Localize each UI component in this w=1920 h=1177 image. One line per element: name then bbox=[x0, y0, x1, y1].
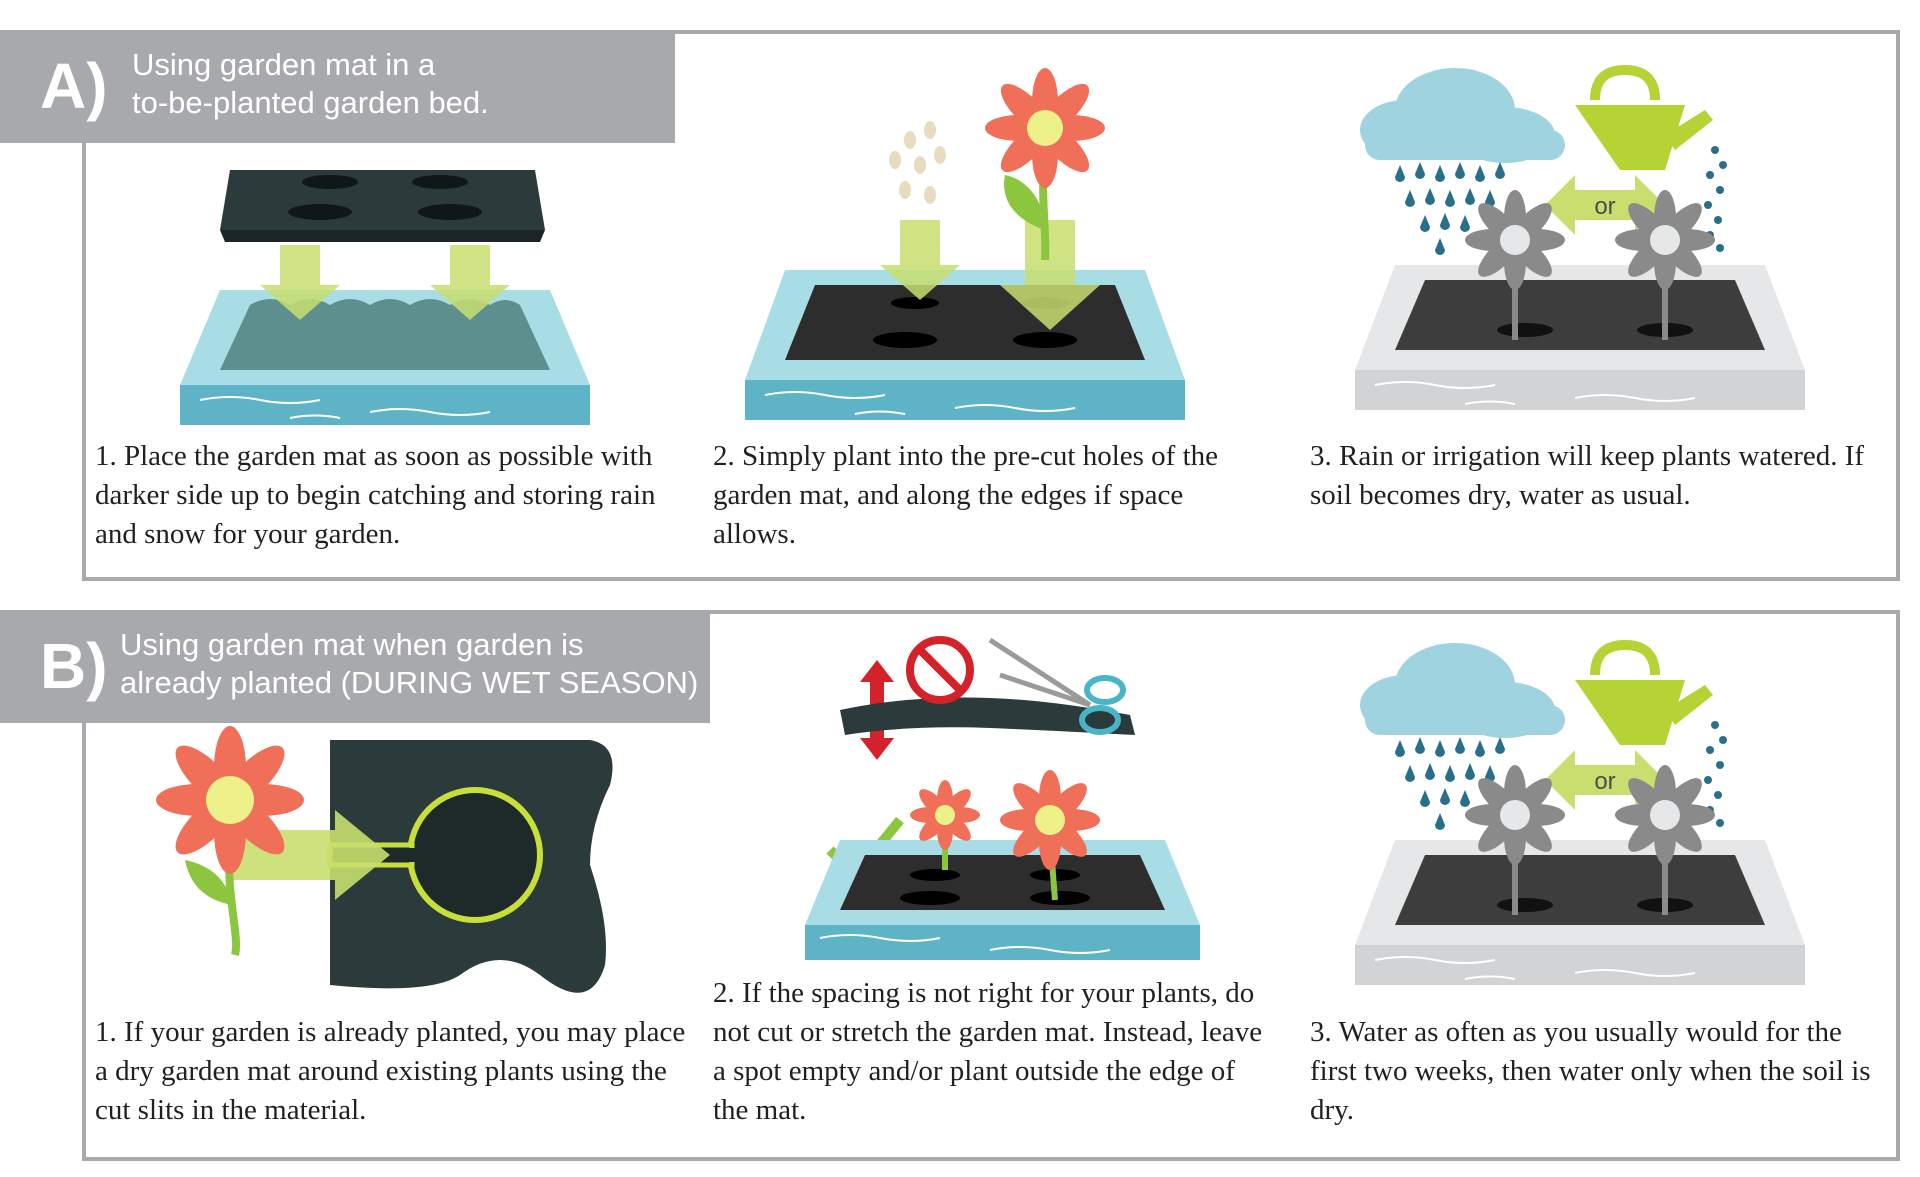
watering-can-icon bbox=[1575, 64, 1727, 252]
section-a-banner: A) Using garden mat in a to-be-planted g… bbox=[0, 30, 675, 143]
rain-cloud-icon bbox=[1360, 68, 1565, 255]
section-a-frame bbox=[82, 30, 1900, 581]
section-a-title-line1: Using garden mat in a bbox=[132, 47, 436, 82]
down-arrow-icon bbox=[880, 220, 1100, 330]
rain-cloud-icon bbox=[1360, 643, 1565, 830]
section-b-banner: B) Using garden mat when garden is alrea… bbox=[0, 610, 710, 723]
step-b1-illustration bbox=[156, 726, 613, 993]
scissors-icon bbox=[988, 637, 1126, 735]
flower-icon bbox=[1465, 765, 1715, 915]
garden-mat-icon bbox=[840, 697, 1135, 735]
step-a3-caption: 3. Rain or irrigation will keep plants w… bbox=[1310, 440, 1865, 511]
section-a-letter: A) bbox=[40, 50, 108, 122]
step-b2-caption: 2. If the spacing is not right for your … bbox=[713, 977, 1263, 1126]
garden-bed-icon bbox=[805, 840, 1200, 960]
step-b1-caption: 1. If your garden is already planted, yo… bbox=[95, 1016, 686, 1126]
flower-icon bbox=[985, 68, 1105, 261]
section-a-title-line2: to-be-planted garden bed. bbox=[132, 85, 489, 120]
section-b-frame bbox=[82, 610, 1900, 1161]
garden-mat-icon bbox=[327, 740, 613, 993]
step-a2-caption: 2. Simply plant into the pre-cut holes o… bbox=[713, 440, 1218, 550]
garden-mat-icon bbox=[220, 170, 545, 242]
step-a1-illustration bbox=[180, 170, 590, 425]
no-sign-icon bbox=[906, 636, 974, 704]
step-a1-caption: 1. Place the garden mat as soon as possi… bbox=[95, 440, 656, 550]
garden-bed-icon bbox=[745, 270, 1185, 420]
garden-bed-icon bbox=[1355, 840, 1805, 985]
step-a2-illustration bbox=[745, 68, 1185, 420]
garden-bed-icon bbox=[1355, 265, 1805, 410]
garden-bed-icon bbox=[180, 290, 590, 425]
step-b3-caption: 3. Water as often as you usually would f… bbox=[1310, 1016, 1871, 1126]
down-arrow-icon bbox=[260, 245, 510, 320]
step-a3-illustration: or bbox=[1355, 64, 1805, 410]
watering-can-icon bbox=[1575, 639, 1727, 827]
flower-icon bbox=[156, 726, 304, 956]
step-b2-illustration bbox=[805, 636, 1200, 960]
flower-icon bbox=[910, 770, 1100, 901]
seed-icon bbox=[889, 121, 946, 204]
section-b-title-line1: Using garden mat when garden is bbox=[120, 627, 584, 662]
right-arrow-icon bbox=[230, 810, 390, 900]
flower-icon bbox=[1465, 190, 1715, 340]
section-b-letter: B) bbox=[40, 630, 108, 702]
or-label-a: or bbox=[1594, 193, 1615, 220]
section-b-title-line2: already planted (DURING WET SEASON) bbox=[120, 665, 699, 700]
or-label-b: or bbox=[1594, 768, 1615, 795]
step-b3-illustration: or bbox=[1355, 639, 1805, 985]
